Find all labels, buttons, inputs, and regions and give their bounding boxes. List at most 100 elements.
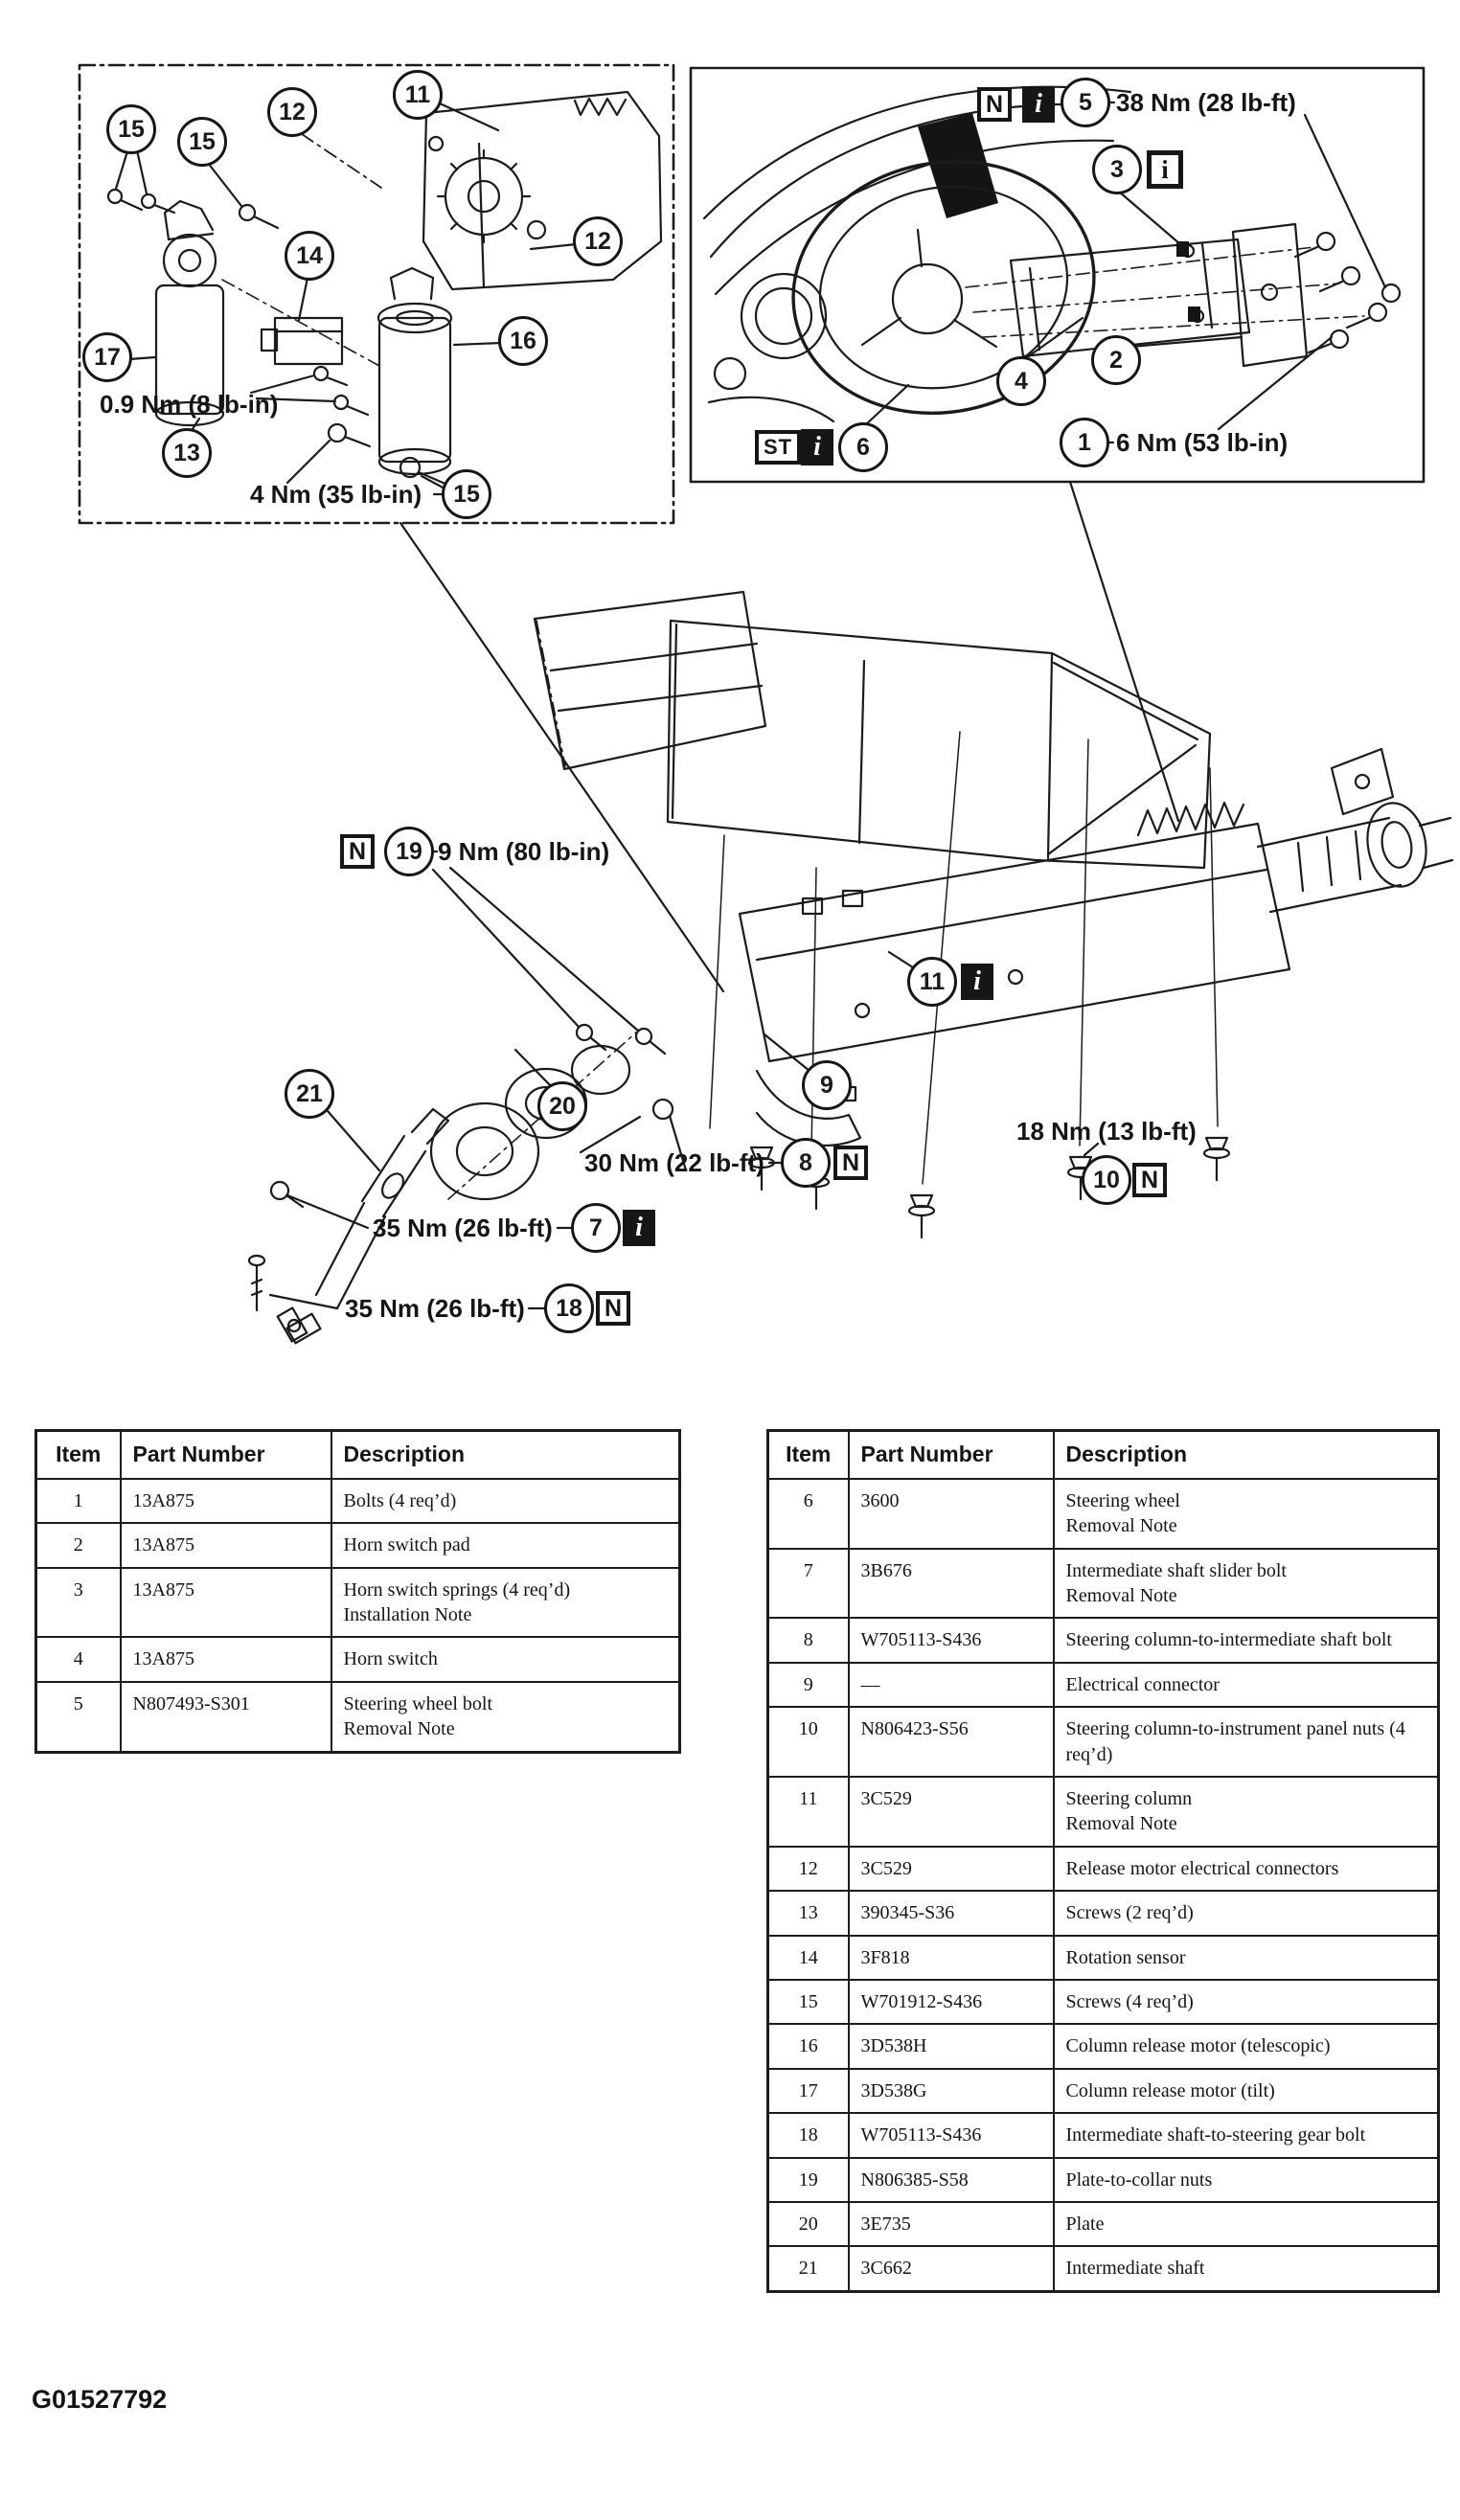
cell-item: 21 — [766, 2245, 850, 2293]
callout-17: 17 — [82, 332, 132, 382]
cell-desc: Electrical connector — [1052, 1661, 1440, 1709]
cell-desc: Plate — [1052, 2200, 1440, 2248]
callout-7: 7 — [571, 1203, 621, 1253]
inset-left-art — [78, 63, 675, 525]
cell-desc: Steering column-to-intermediate shaft bo… — [1052, 1617, 1440, 1664]
table-row-item-3: 3 13A875 Horn switch springs (4 req’d)In… — [34, 1566, 681, 1639]
callout-15-c: 15 — [442, 469, 491, 519]
cell-item: 19 — [766, 2156, 850, 2203]
cell-desc-text: Horn switch — [343, 1648, 438, 1670]
callout-11-inset: 11 — [393, 70, 443, 120]
cell-desc-text: Screws (4 req’d) — [1065, 1990, 1194, 2012]
info-badge-i-7: i — [623, 1210, 655, 1246]
cell-item: 10 — [766, 1706, 850, 1779]
torque-label-38nm: 38 Nm (28 lb-ft) — [1116, 88, 1296, 117]
cell-desc-text: Rotation sensor — [1065, 1946, 1186, 1968]
callout-12-a: 12 — [267, 87, 317, 137]
callout-15-b: 15 — [177, 117, 227, 167]
cell-desc: Horn switch — [330, 1636, 681, 1683]
table-row-item-12: 12 3C529 Release motor electrical connec… — [766, 1845, 1440, 1893]
cell-desc: Plate-to-collar nuts — [1052, 2156, 1440, 2203]
table-row-item-14: 14 3F818 Rotation sensor — [766, 1934, 1440, 1981]
col-header-description: Description — [1052, 1429, 1440, 1480]
note-badge-n-8: N — [833, 1146, 868, 1180]
torque-label-9nm: 9 Nm (80 lb-in) — [438, 837, 610, 866]
cell-item: 12 — [766, 1845, 850, 1893]
cell-part: — — [847, 1661, 1055, 1709]
cell-desc-text: Steering wheel bolt — [343, 1692, 493, 1714]
callout-16: 16 — [498, 316, 548, 366]
torque-label-35nm-b: 35 Nm (26 lb-ft) — [345, 1294, 525, 1323]
table-row-item-4: 4 13A875 Horn switch — [34, 1636, 681, 1683]
cell-part: W701912-S436 — [847, 1978, 1055, 2026]
cell-desc-text: Steering wheel — [1065, 1489, 1180, 1511]
cell-item: 18 — [766, 2112, 850, 2159]
torque-label-30nm: 30 Nm (22 lb-ft) — [584, 1148, 764, 1177]
cell-desc: Rotation sensor — [1052, 1934, 1440, 1981]
cell-desc: Intermediate shaft-to-steering gear bolt — [1052, 2112, 1440, 2159]
cell-desc: Column release motor (telescopic) — [1052, 2023, 1440, 2070]
cell-desc-note: Removal Note — [1065, 1515, 1177, 1537]
cell-item: 5 — [34, 1680, 122, 1754]
cell-item: 9 — [766, 1661, 850, 1709]
cell-desc: Screws (4 req’d) — [1052, 1978, 1440, 2026]
cell-desc: Horn switch springs (4 req’d)Installatio… — [330, 1566, 681, 1639]
table-row-item-19: 19 N806385-S58 Plate-to-collar nuts — [766, 2156, 1440, 2203]
cell-desc-text: Horn switch pad — [343, 1534, 470, 1556]
cell-item: 16 — [766, 2023, 850, 2070]
callout-19: 19 — [384, 827, 434, 876]
cell-desc: Release motor electrical connectors — [1052, 1845, 1440, 1893]
parts-table-right: Item Part Number Description 6 3600 Stee… — [766, 1429, 1440, 2293]
cell-part: 13A875 — [119, 1477, 332, 1525]
cell-desc-note: Removal Note — [1065, 1813, 1177, 1835]
inset-right-art — [689, 66, 1426, 484]
cell-part: W705113-S436 — [847, 1617, 1055, 1664]
cell-item: 1 — [34, 1477, 122, 1525]
callout-4: 4 — [996, 356, 1046, 406]
cell-desc-text: Electrical connector — [1065, 1673, 1220, 1695]
note-badge-n-19: N — [340, 834, 375, 869]
cell-item: 20 — [766, 2200, 850, 2248]
cell-desc: Steering column-to-instrument panel nuts… — [1052, 1706, 1440, 1779]
cell-desc-text: Bolts (4 req’d) — [343, 1489, 457, 1511]
torque-label-4nm: 4 Nm (35 lb-in) — [250, 480, 422, 509]
cell-part: 3E735 — [847, 2200, 1055, 2248]
cell-part: 3D538G — [847, 2067, 1055, 2115]
callout-11-main: 11 — [907, 957, 957, 1007]
callout-5: 5 — [1061, 78, 1110, 127]
torque-label-18nm: 18 Nm (13 lb-ft) — [1016, 1117, 1197, 1146]
table-row-item-15: 15 W701912-S436 Screws (4 req’d) — [766, 1978, 1440, 2026]
callout-14: 14 — [285, 231, 334, 281]
table-row-item-2: 2 13A875 Horn switch pad — [34, 1522, 681, 1569]
table-row-item-18: 18 W705113-S436 Intermediate shaft-to-st… — [766, 2112, 1440, 2159]
torque-label-35nm-a: 35 Nm (26 lb-ft) — [373, 1214, 553, 1242]
cell-part: N806385-S58 — [847, 2156, 1055, 2203]
callout-18: 18 — [544, 1283, 594, 1333]
cell-part: 3D538H — [847, 2023, 1055, 2070]
cell-desc-text: Steering column-to-intermediate shaft bo… — [1065, 1629, 1392, 1651]
cell-desc-note: Removal Note — [343, 1718, 455, 1740]
table-row-item-21: 21 3C662 Intermediate shaft — [766, 2245, 1440, 2293]
note-badge-n-5: N — [977, 87, 1012, 122]
cell-part: 3F818 — [847, 1934, 1055, 1981]
cell-desc: Intermediate shaft — [1052, 2245, 1440, 2293]
cell-part: 13A875 — [119, 1636, 332, 1683]
table-row-item-16: 16 3D538H Column release motor (telescop… — [766, 2023, 1440, 2070]
cell-desc: Bolts (4 req’d) — [330, 1477, 681, 1525]
cell-desc-text: Release motor electrical connectors — [1065, 1857, 1339, 1879]
table-row-item-8: 8 W705113-S436 Steering column-to-interm… — [766, 1617, 1440, 1664]
cell-desc: Screws (2 req’d) — [1052, 1890, 1440, 1937]
cell-item: 13 — [766, 1890, 850, 1937]
callout-2: 2 — [1091, 335, 1141, 385]
cell-desc-note: Installation Note — [343, 1604, 472, 1626]
cell-desc-text: Intermediate shaft — [1065, 2258, 1205, 2280]
cell-item: 15 — [766, 1978, 850, 2026]
cell-part: 3C662 — [847, 2245, 1055, 2293]
cell-part: 3B676 — [847, 1547, 1055, 1620]
callout-13: 13 — [162, 428, 212, 478]
